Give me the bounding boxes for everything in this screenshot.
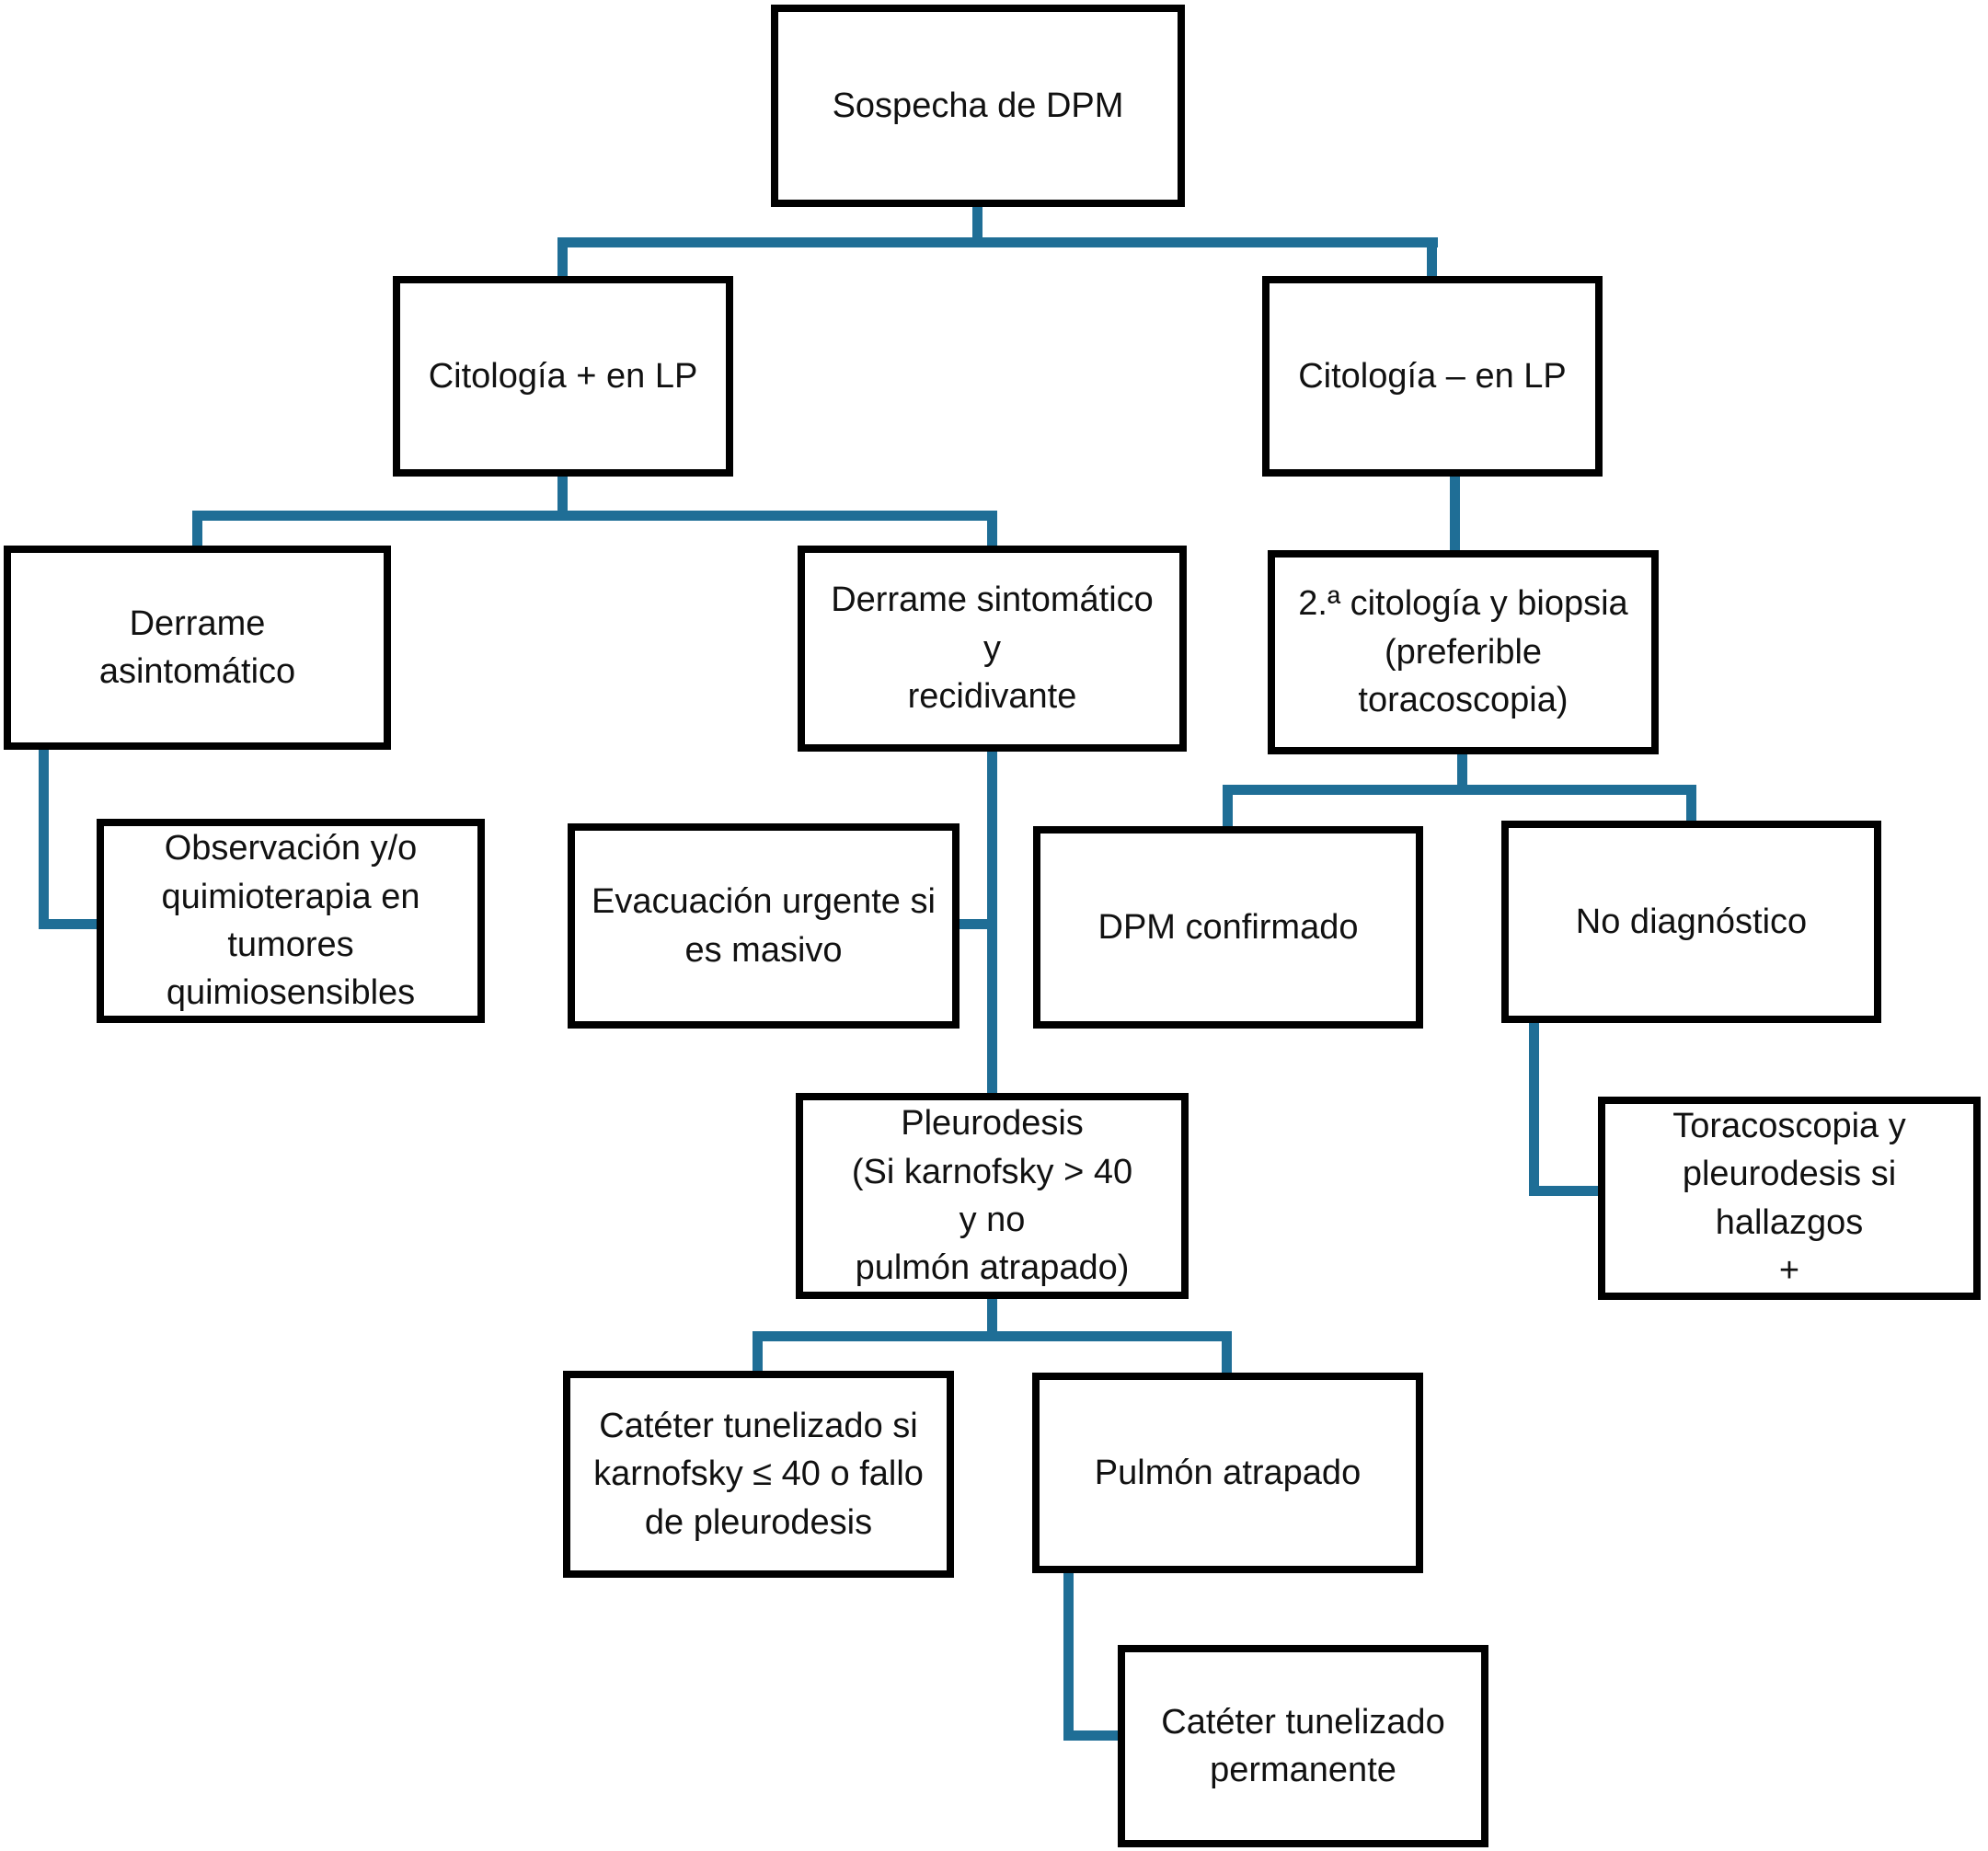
connector-to-segunda-citologia xyxy=(1450,477,1460,550)
node-label: Toracoscopia y pleurodesis si hallazgos … xyxy=(1672,1106,1906,1290)
connector-to-dpm-confirmado xyxy=(1223,785,1233,826)
node-derrame-sintomatico: Derrame sintomático y recidivante xyxy=(798,546,1187,752)
connector-to-citologia-negativa xyxy=(1427,237,1437,276)
connector-to-cateter-tunelizado xyxy=(753,1331,763,1371)
connector-to-evacuacion xyxy=(960,919,996,929)
node-label: Catéter tunelizado si karnofsky ≤ 40 o f… xyxy=(593,1406,924,1542)
node-pulmon-atrapado: Pulmón atrapado xyxy=(1032,1373,1423,1573)
node-label: Evacuación urgente si es masivo xyxy=(592,882,936,970)
node-dpm-confirmado: DPM confirmado xyxy=(1033,826,1423,1029)
node-no-diagnostico: No diagnóstico xyxy=(1501,821,1881,1023)
connector-to-cateter-permanente xyxy=(1063,1730,1118,1741)
connector-to-derrame-sintomatico xyxy=(987,511,997,546)
connector-to-toracoscopia xyxy=(1529,1186,1598,1196)
node-segunda-citologia: 2.ª citología y biopsia (preferible tora… xyxy=(1268,550,1659,754)
connector-segunda-citologia-stub xyxy=(1457,754,1467,789)
node-label: Pulmón atrapado xyxy=(1094,1453,1362,1492)
node-label: Derrame asintomático xyxy=(98,604,296,691)
connector-pulmon-atrapado-drop xyxy=(1063,1573,1074,1741)
node-label: Citología – en LP xyxy=(1298,356,1567,396)
connector-level1-bar xyxy=(557,237,1438,247)
node-label: 2.ª citología y biopsia (preferible tora… xyxy=(1298,584,1628,720)
node-observacion-quimioterapia: Observación y/o quimioterapia en tumores… xyxy=(97,819,485,1023)
node-label: Catéter tunelizado permanente xyxy=(1161,1702,1445,1789)
node-pleurodesis: Pleurodesis (Si karnofsky > 40 y no pulm… xyxy=(796,1093,1189,1299)
node-cateter-permanente: Catéter tunelizado permanente xyxy=(1118,1645,1488,1847)
connector-to-observacion xyxy=(39,919,103,929)
connector-to-pulmon-atrapado xyxy=(1222,1331,1232,1373)
node-label: Sospecha de DPM xyxy=(832,86,1124,125)
node-label: Pleurodesis (Si karnofsky > 40 y no pulm… xyxy=(851,1104,1133,1288)
node-label: Derrame sintomático y recidivante xyxy=(831,581,1154,717)
node-citologia-positiva: Citología + en LP xyxy=(393,276,733,477)
node-evacuacion-urgente: Evacuación urgente si es masivo xyxy=(568,823,960,1029)
node-label: DPM confirmado xyxy=(1097,907,1359,947)
connector-citologia-positiva-stub xyxy=(557,477,568,515)
node-derrame-asintomatico: Derrame asintomático xyxy=(4,546,391,750)
connector-pleurodesis-stub xyxy=(987,1299,997,1336)
connector-level3-right-bar xyxy=(1223,785,1696,795)
node-citologia-negativa: Citología – en LP xyxy=(1262,276,1603,477)
connector-root-stub xyxy=(972,207,983,247)
connector-to-derrame-asintomatico xyxy=(192,511,202,546)
node-sospecha-dpm: Sospecha de DPM xyxy=(771,5,1185,207)
node-label: No diagnóstico xyxy=(1575,902,1808,941)
connector-level2-left-bar xyxy=(192,511,997,521)
connector-bottom-bar xyxy=(753,1331,1232,1341)
connector-asintomatico-drop xyxy=(39,750,49,929)
node-cateter-tunelizado-fallo: Catéter tunelizado si karnofsky ≤ 40 o f… xyxy=(563,1371,954,1578)
node-toracoscopia-pleurodesis: Toracoscopia y pleurodesis si hallazgos … xyxy=(1598,1097,1981,1300)
node-label: Citología + en LP xyxy=(428,356,698,396)
connector-to-no-diagnostico xyxy=(1686,785,1696,821)
connector-to-citologia-positiva xyxy=(557,237,568,276)
connector-no-diagnostico-drop xyxy=(1529,1023,1539,1196)
node-label: Observación y/o quimioterapia en tumores… xyxy=(161,829,420,1013)
